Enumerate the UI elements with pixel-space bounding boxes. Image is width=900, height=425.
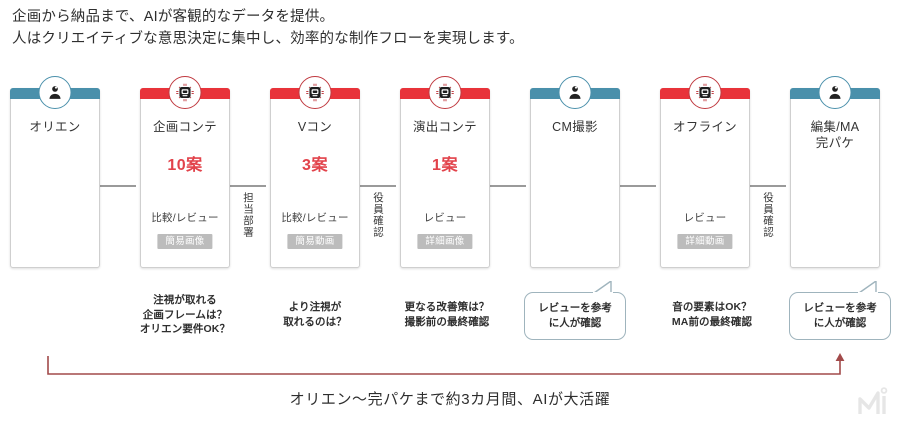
card-v-conte[interactable]: Vコン 3案 比較/レビュー 簡易動画 bbox=[270, 76, 360, 268]
card-count: 1案 bbox=[432, 157, 458, 174]
card-orien[interactable]: オリエン bbox=[10, 76, 100, 268]
card-title: 編集/MA 完パケ bbox=[791, 119, 879, 151]
card-title: 演出コンテ bbox=[412, 120, 477, 134]
person-icon bbox=[38, 76, 72, 109]
page-title: 企画から納品まで、AIが客観的なデータを提供。 人はクリエイティブな意思決定に集… bbox=[12, 6, 792, 50]
note-line-1: レビューを参考 bbox=[803, 302, 877, 314]
card-title: オフライン bbox=[672, 120, 737, 134]
connector-3 bbox=[356, 185, 396, 187]
bubble-tail bbox=[858, 281, 878, 294]
card-enshutsu-conte[interactable]: 演出コンテ 1案 レビュー 詳細画像 bbox=[400, 76, 490, 268]
card-count: 10案 bbox=[167, 157, 203, 174]
card-output-chip: 詳細動画 bbox=[677, 234, 733, 249]
card-offline[interactable]: オフライン レビュー 詳細動画 bbox=[660, 76, 750, 268]
connector-1 bbox=[96, 185, 136, 187]
card-title: 企画コンテ bbox=[152, 120, 217, 134]
note-line-2: に人が確認 bbox=[813, 316, 867, 329]
card-review-label: レビュー bbox=[423, 212, 467, 224]
card-count: 3案 bbox=[302, 157, 328, 174]
note-cm-bubble: レビューを参考 に人が確認 bbox=[524, 281, 626, 340]
card-title: Vコン bbox=[297, 120, 333, 134]
note-line-2: 取れるのは？ bbox=[283, 315, 347, 328]
m-logo-watermark bbox=[856, 384, 892, 420]
card-title-line-1: 編集/MA bbox=[810, 120, 860, 134]
card-title-line-2: 完パケ bbox=[815, 136, 855, 150]
card-review-label: レビュー bbox=[683, 212, 727, 224]
note-line-1: レビューを参考 bbox=[538, 302, 612, 314]
note-offline: 音の要素はOK？ MA前の最終確認 bbox=[647, 300, 777, 329]
note-line-2: MA前の最終確認 bbox=[671, 315, 753, 328]
connector-label-yakuin-2: 役員確認 bbox=[762, 192, 774, 238]
timeline-bracket-arrow bbox=[0, 352, 900, 386]
note-enshutsu: 更なる改善策は？ 撮影前の最終確認 bbox=[382, 300, 512, 329]
robot-icon bbox=[428, 76, 462, 109]
note-line-1: 音の要素はOK？ bbox=[672, 301, 752, 313]
note-line-3: オリエン要件OK？ bbox=[139, 323, 231, 335]
connector-label-yakuin-1: 役員確認 bbox=[372, 192, 384, 238]
person-icon bbox=[558, 76, 592, 109]
card-title: オリエン bbox=[29, 120, 81, 134]
note-ma-bubble: レビューを参考 に人が確認 bbox=[789, 281, 891, 340]
card-output-chip: 簡易動画 bbox=[287, 234, 343, 249]
heading-line-1: 企画から納品まで、AIが客観的なデータを提供。 bbox=[12, 9, 335, 25]
card-henshu-ma[interactable]: 編集/MA 完パケ bbox=[790, 76, 880, 268]
card-output-chip: 簡易画像 bbox=[157, 234, 213, 249]
process-card-row: オリエン bbox=[0, 76, 900, 270]
card-kikaku-conte[interactable]: 企画コンテ 10案 比較/レビュー 簡易画像 bbox=[140, 76, 230, 268]
heading-line-2: 人はクリエイティブな意思決定に集中し、効率的な制作フローを実現します。 bbox=[12, 31, 524, 47]
card-cm-satsuei[interactable]: CM撮影 bbox=[530, 76, 620, 268]
person-icon bbox=[818, 76, 852, 109]
robot-icon bbox=[168, 76, 202, 109]
connector-label-tantou-busho: 担当部署 bbox=[242, 192, 254, 238]
note-line-2: に人が確認 bbox=[548, 316, 602, 329]
robot-icon bbox=[298, 76, 332, 109]
connector-5 bbox=[616, 185, 656, 187]
card-review-label: 比較/レビュー bbox=[151, 212, 219, 224]
note-line-1: 更なる改善策は？ bbox=[404, 301, 490, 313]
robot-icon bbox=[688, 76, 722, 109]
card-review-label: 比較/レビュー bbox=[281, 212, 349, 224]
note-kikaku: 注視が取れる 企画フレームは？ オリエン要件OK？ bbox=[115, 293, 255, 337]
note-vcon: より注視が 取れるのは？ bbox=[252, 300, 378, 329]
card-title: CM撮影 bbox=[552, 120, 598, 134]
note-line-2: 撮影前の最終確認 bbox=[404, 315, 490, 328]
note-line-1: より注視が bbox=[288, 301, 342, 313]
connector-6 bbox=[746, 185, 786, 187]
connector-4 bbox=[486, 185, 526, 187]
connector-2 bbox=[226, 185, 266, 187]
bubble-tail bbox=[593, 281, 613, 294]
note-line-2: 企画フレームは？ bbox=[142, 308, 228, 321]
timeline-caption: オリエン〜完パケまで約3カ月間、AIが大活躍 bbox=[289, 391, 611, 408]
card-output-chip: 詳細画像 bbox=[417, 234, 473, 249]
note-line-1: 注視が取れる bbox=[153, 294, 217, 306]
